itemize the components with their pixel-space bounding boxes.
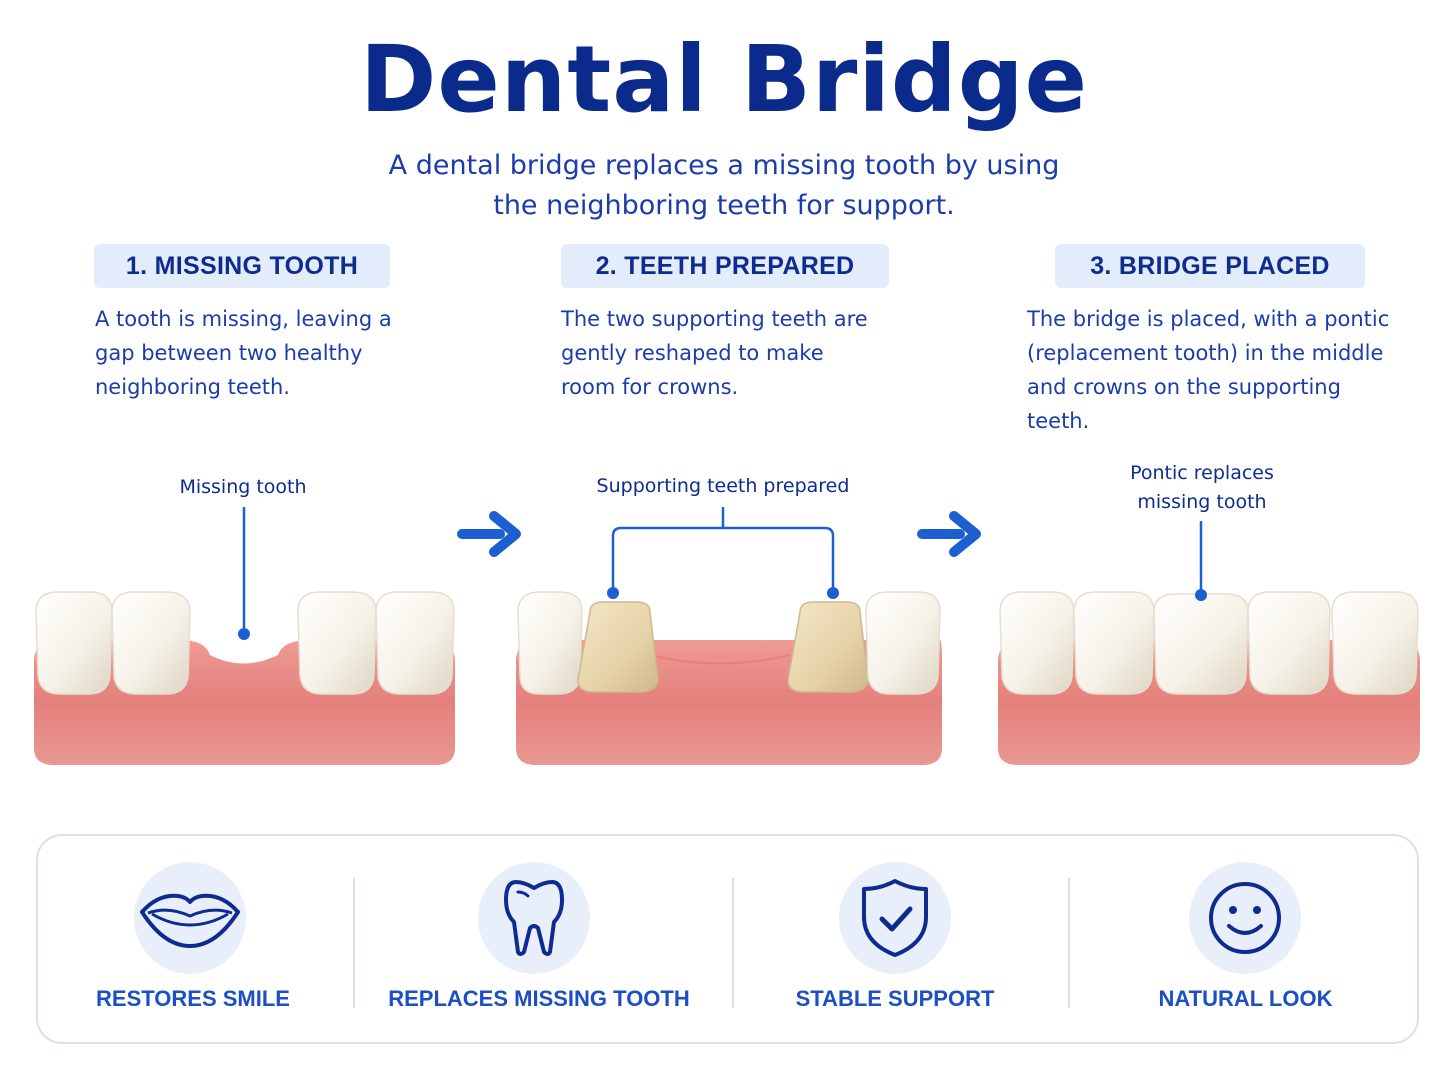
crown-tooth xyxy=(1073,591,1155,695)
missing-tooth-callout: Missing tooth xyxy=(179,476,307,498)
tooth-icon xyxy=(478,862,590,974)
pontic-tooth xyxy=(1153,593,1249,695)
benefit-label: REPLACES MISSING TOOTH xyxy=(388,986,690,1011)
arrow-right-icon xyxy=(457,511,521,557)
step-1-label: 1. MISSING TOOTH xyxy=(94,244,390,288)
supporting-teeth-callout: Supporting teeth prepared xyxy=(596,475,850,497)
crown-tooth xyxy=(1247,591,1331,695)
tooth xyxy=(297,591,377,695)
prepared-tooth xyxy=(577,601,659,693)
step-2-description: The two supporting teeth are gently resh… xyxy=(561,307,868,399)
tooth xyxy=(375,591,455,695)
benefit-restores-smile: RESTORES SMILE xyxy=(38,836,354,1046)
benefit-natural-look: NATURAL LOOK xyxy=(1068,836,1421,1046)
teeth-prepared-panel xyxy=(516,507,942,765)
missing-tooth-panel xyxy=(34,507,455,765)
step-3-label: 3. BRIDGE PLACED xyxy=(1055,244,1365,288)
bridge-placed-panel xyxy=(998,521,1420,765)
benefit-stable-support: STABLE SUPPORT xyxy=(732,836,1068,1046)
arrow-right-icon xyxy=(917,511,981,557)
tooth xyxy=(517,591,583,695)
lips-icon xyxy=(134,862,246,974)
dental-bridge-illustration xyxy=(34,507,1420,765)
tooth xyxy=(999,591,1075,695)
tooth xyxy=(865,591,941,695)
step-2-label: 2. TEETH PREPARED xyxy=(561,244,889,288)
tooth xyxy=(1331,591,1419,695)
callout-dot xyxy=(1195,589,1207,601)
benefits-panel: RESTORES SMILE REPLACES MISSING TOOTH ST… xyxy=(36,834,1419,1044)
callout-dot xyxy=(607,587,619,599)
tooth xyxy=(111,591,191,695)
benefit-label: STABLE SUPPORT xyxy=(795,986,995,1011)
callout-dot xyxy=(827,587,839,599)
prepared-tooth xyxy=(787,601,869,693)
shield-check-icon xyxy=(839,862,951,974)
smiley-face-icon xyxy=(1189,862,1301,974)
callout-dot xyxy=(238,628,250,640)
benefit-replaces-missing-tooth: REPLACES MISSING TOOTH xyxy=(354,836,732,1046)
step-1-description: A tooth is missing, leaving a gap betwee… xyxy=(95,307,392,399)
benefit-label: NATURAL LOOK xyxy=(1158,986,1333,1011)
step-3-description: The bridge is placed, with a pontic (rep… xyxy=(1027,307,1390,433)
benefit-label: RESTORES SMILE xyxy=(96,986,290,1011)
divider xyxy=(353,878,355,1008)
tooth xyxy=(35,591,113,695)
callout-bracket xyxy=(611,507,835,590)
divider xyxy=(732,878,734,1008)
pontic-callout: Pontic replaces missing tooth xyxy=(1130,462,1274,513)
divider xyxy=(1068,878,1070,1008)
page-subtitle: A dental bridge replaces a missing tooth… xyxy=(388,150,1060,221)
page-title: Dental Bridge xyxy=(359,26,1089,133)
